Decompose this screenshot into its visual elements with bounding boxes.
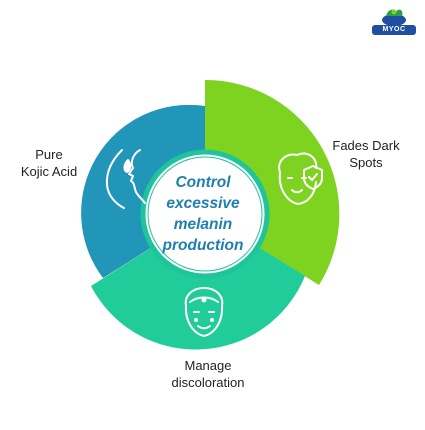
center-line-1: Control [175,174,231,191]
label-manage-discoloration-line-1: Manage [184,358,232,373]
center-line-2: excessive [166,195,240,212]
label-fades-dark-spots-line-1: Fades Dark [332,138,400,153]
center-statement: Control excessive melanin production [148,172,258,256]
segment-pure-kojic-acid [81,104,205,279]
brand-logo: MYOC [372,6,416,36]
label-manage-discoloration-line-2: discoloration [171,375,245,390]
label-pure-kojic-acid: Pure Kojic Acid [14,146,84,180]
label-pure-kojic-acid-line-1: Pure [35,147,63,162]
label-fades-dark-spots: Fades Dark Spots [325,137,407,171]
center-inner-ring [147,156,263,272]
face-check-shield-icon [278,152,323,205]
label-manage-discoloration: Manage discoloration [158,357,258,391]
center-line-4: production [162,237,244,254]
center-line-3: melanin [173,216,233,233]
label-fades-dark-spots-line-2: Spots [349,155,383,170]
face-mask-icon [184,287,224,337]
logo-text: MYOC [372,25,416,35]
center-ring [140,149,270,279]
label-pure-kojic-acid-line-2: Kojic Acid [20,164,78,179]
face-profile-droplet-icon [105,149,146,209]
logo-leaf-icon [382,9,406,26]
